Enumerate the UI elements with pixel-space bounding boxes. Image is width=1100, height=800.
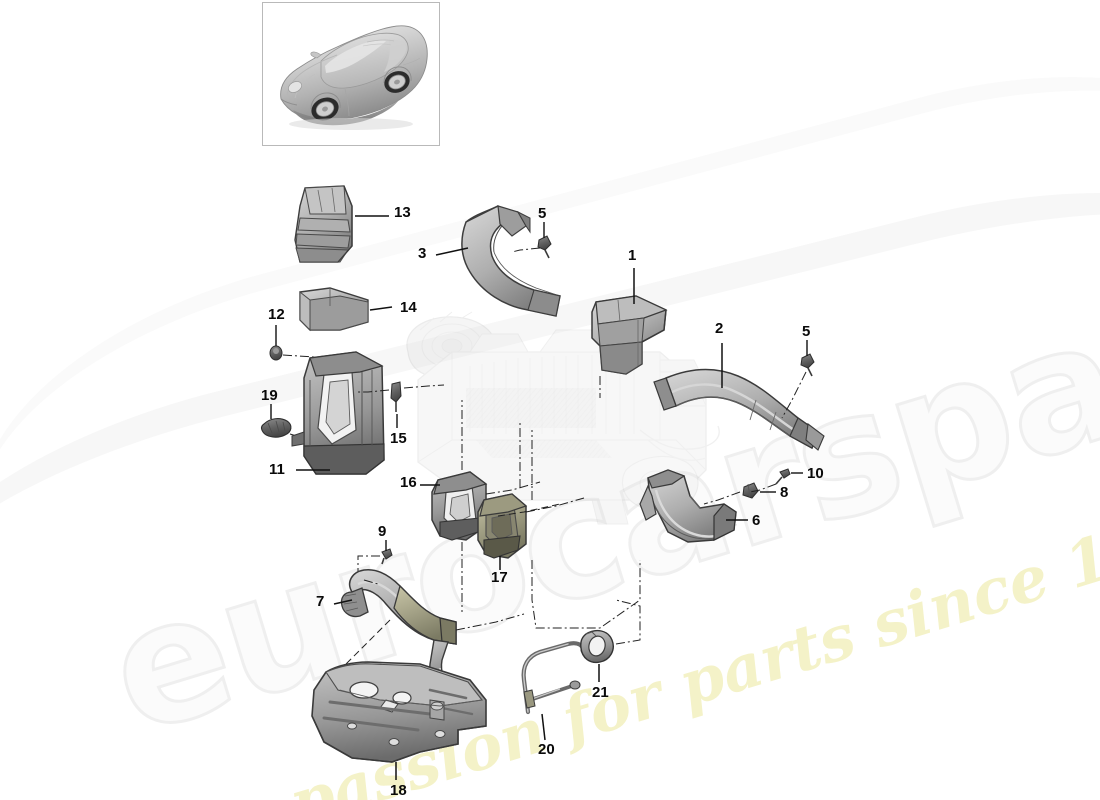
part-8-expanding-nut	[742, 482, 759, 499]
part-16-air-outlet-nozzle-left	[431, 471, 488, 541]
axis-line-8	[703, 491, 741, 505]
part-2-air-duct-long-right	[653, 368, 825, 451]
callout-label-12: 12	[268, 306, 285, 323]
callout-label-18: 18	[390, 782, 407, 799]
part-5-fastener-clip-right	[800, 353, 815, 377]
callout-label-21: 21	[592, 684, 609, 701]
callout-label-8: 8	[780, 484, 789, 501]
axis-line-17-routing	[531, 560, 641, 629]
callout-label-3: 3	[418, 245, 427, 262]
callout-label-5-upper: 5	[538, 205, 547, 222]
part-7-air-duct-footwell-left	[340, 568, 457, 695]
callout-label-19: 19	[261, 387, 278, 404]
axis-line-10	[749, 483, 777, 493]
callout-label-16: 16	[400, 474, 417, 491]
axis-line-17-right	[525, 497, 585, 513]
axis-line-center-b	[497, 503, 561, 517]
axis-line-7-diag	[341, 619, 391, 669]
part-12-grommet	[269, 345, 283, 361]
part-17-air-outlet-nozzle-right	[477, 493, 528, 559]
part-13-defroster-duct	[294, 185, 353, 263]
part-19-bracket-clamp	[261, 418, 292, 438]
callout-label-11: 11	[269, 461, 285, 478]
part-21-seal-grommet-ring	[580, 629, 614, 664]
part-3-curved-upper-duct	[461, 205, 561, 317]
part-5-fastener-clip-upper	[537, 235, 552, 259]
part-10-screw-fastener	[775, 468, 791, 485]
axis-line-5-upper	[511, 247, 541, 253]
axis-line-16-right	[485, 481, 541, 495]
callout-label-17: 17	[491, 569, 508, 586]
callout-label-7: 7	[316, 593, 325, 610]
callout-label-6: 6	[752, 512, 761, 529]
callout-label-5-right: 5	[802, 323, 811, 340]
callout-label-13: 13	[394, 204, 411, 221]
axis-line-7-right	[455, 613, 525, 631]
callout-label-1: 1	[628, 247, 637, 264]
callout-label-2: 2	[715, 320, 724, 337]
callout-label-10: 10	[807, 465, 824, 482]
part-6-air-duct-footwell-right	[639, 469, 737, 543]
part-15-retainer-clip	[390, 381, 402, 412]
callout-label-15: 15	[390, 430, 407, 447]
part-20-drain-hose-tube	[521, 641, 592, 715]
callout-label-9: 9	[378, 523, 387, 540]
axis-line-15b	[403, 384, 445, 389]
part-1-air-duct-upper-center	[591, 295, 668, 375]
part-9-screw-fastener	[381, 548, 393, 565]
axis-line-21	[615, 599, 641, 645]
axis-line-15	[358, 389, 390, 393]
callout-label-14: 14	[400, 299, 417, 316]
part-11-air-distributor-housing	[291, 351, 385, 475]
porsche-911-car-icon	[280, 25, 428, 130]
part-18-floor-cover-panel	[311, 661, 487, 763]
callout-label-20: 20	[538, 741, 555, 758]
part-14-short-elbow-duct	[299, 287, 369, 332]
vehicle-thumbnail-box	[262, 2, 440, 146]
